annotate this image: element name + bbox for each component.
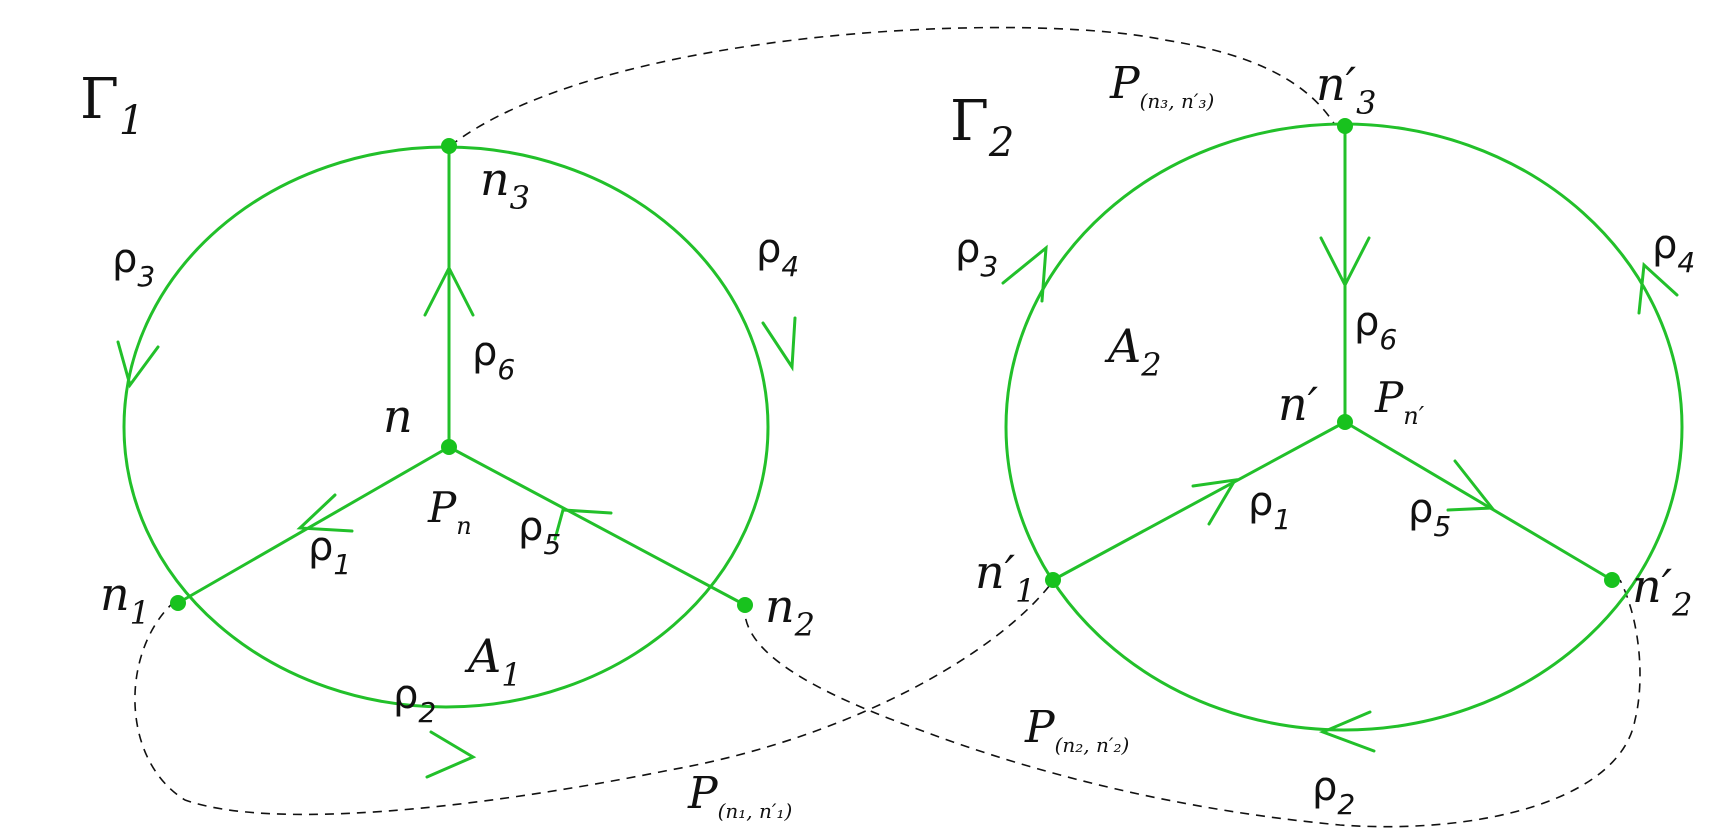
gamma1-arrow-rho4 — [761, 316, 797, 372]
gamma2-label-area: A2 — [1104, 319, 1162, 384]
gamma1-label-rho2: ρ2 — [393, 672, 436, 729]
gamma1-label-area: A1 — [464, 629, 522, 694]
gamma1-label-rho6: ρ6 — [472, 329, 515, 386]
graph-gamma-1: Γ1 n3 n Pn n1 n2 A1 ρ3 ρ4 ρ6 ρ1 ρ5 ρ2 — [80, 67, 815, 779]
path-label-n3: P(n₃, n′₃) — [1109, 58, 1214, 113]
gamma2-label-n: n′ — [1278, 377, 1319, 431]
gamma2-label-rho5: ρ5 — [1408, 486, 1451, 543]
gamma1-arrow-rho6 — [423, 264, 475, 317]
gamma1-label-n2: n2 — [765, 579, 815, 644]
gamma1-edge-rho1 — [177, 445, 450, 605]
gamma2-label-rho2: ρ2 — [1312, 764, 1355, 821]
gamma1-label-n: n — [383, 389, 413, 443]
gamma1-label-rho5: ρ5 — [518, 504, 561, 561]
gamma2-arrow-rho5 — [1446, 459, 1495, 512]
gamma2-edge-rho5 — [1344, 420, 1613, 582]
gamma2-label-n2: n′2 — [1632, 559, 1692, 624]
gamma2-label-pn: Pn′ — [1374, 373, 1425, 430]
dashed-path-n1 — [134, 584, 1051, 816]
gamma2-edge-rho1 — [1052, 420, 1346, 582]
gamma1-label-n1: n1 — [100, 567, 150, 632]
gamma2-node-n3 — [1337, 118, 1353, 134]
gamma1-label-rho4: ρ4 — [756, 226, 799, 283]
gamma2-label-n1: n′1 — [975, 545, 1035, 610]
gamma1-arrow-rho5 — [553, 508, 613, 541]
gamma1-title: Γ1 — [80, 67, 144, 144]
gamma1-arrow-rho2 — [425, 730, 477, 779]
gamma2-label-rho3: ρ3 — [955, 226, 998, 283]
gamma1-label-pn: Pn — [427, 483, 472, 540]
gamma2-arrow-rho2 — [1318, 710, 1376, 753]
gamma2-label-rho4: ρ4 — [1652, 222, 1695, 279]
graph-gamma-2: Γ2 n′3 n′ Pn′ n′1 n′2 A2 ρ3 ρ4 ρ6 ρ1 ρ5 … — [950, 57, 1695, 821]
gamma2-node-n1 — [1045, 572, 1061, 588]
gamma1-node-n1 — [170, 595, 186, 611]
gamma2-label-n3: n′3 — [1316, 57, 1376, 122]
gamma1-node-n — [441, 439, 457, 455]
gamma2-node-n2 — [1604, 572, 1620, 588]
path-label-n2: P(n₂, n′₂) — [1024, 702, 1129, 757]
gamma1-edge-rho5 — [448, 445, 746, 607]
dashed-path-n3 — [449, 26, 1336, 147]
gamma2-arrow-rho3 — [1001, 244, 1048, 303]
gamma2-label-rho6: ρ6 — [1354, 299, 1397, 356]
gamma2-label-rho1: ρ1 — [1248, 479, 1291, 536]
gamma2-arrow-rho1 — [1191, 478, 1238, 526]
gamma1-node-n3 — [441, 138, 457, 154]
gamma1-arrow-rho3 — [116, 340, 160, 389]
gamma1-label-rho1: ρ1 — [308, 524, 351, 581]
gamma1-arrow-rho1 — [296, 493, 354, 533]
gamma2-title: Γ2 — [950, 89, 1014, 166]
dashed-path-n2 — [743, 579, 1641, 828]
gamma2-arrow-rho6 — [1319, 236, 1371, 289]
gamma1-outer-circle — [122, 145, 770, 709]
gamma1-label-rho3: ρ3 — [112, 236, 155, 293]
gamma1-label-n3: n3 — [480, 152, 530, 217]
gamma2-node-n — [1337, 414, 1353, 430]
path-label-n1: P(n₁, n′₁) — [687, 768, 792, 823]
gamma2-arrow-rho4 — [1637, 261, 1679, 315]
gamma1-node-n2 — [737, 597, 753, 613]
